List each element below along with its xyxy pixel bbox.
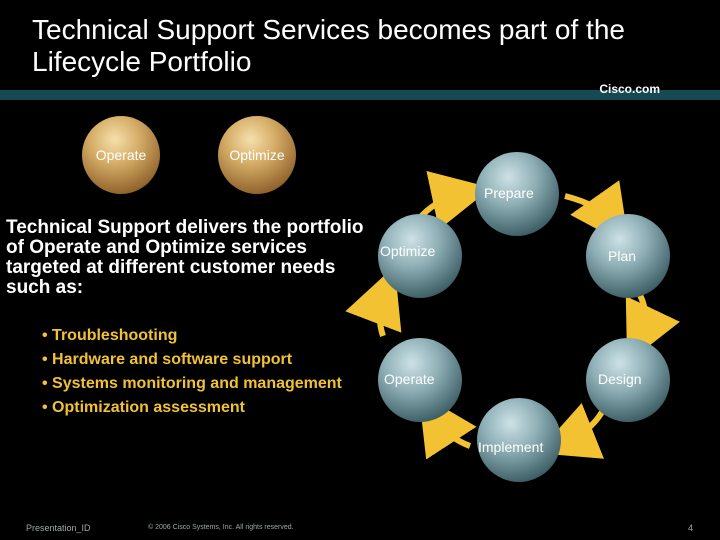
footer-copyright: © 2006 Cisco Systems, Inc. All rights re… — [148, 524, 294, 531]
operate-ball — [378, 338, 462, 422]
list-item: • Troubleshooting — [42, 327, 178, 344]
prepare-ball — [475, 152, 559, 236]
arrow-operate-to-optimize — [345, 265, 402, 337]
cycle-optimize-label: Optimize — [380, 243, 436, 259]
bullet-list: • Troubleshooting • Hardware and softwar… — [42, 326, 342, 422]
cycle-operate-label: Operate — [384, 371, 435, 387]
plan-ball — [586, 214, 670, 298]
design-label: Design — [598, 371, 642, 387]
implement-ball — [477, 398, 561, 482]
list-item: • Systems monitoring and management — [42, 375, 342, 392]
operate-gold-ball: Operate — [82, 116, 160, 194]
page-number: 4 — [688, 523, 694, 533]
arrow-prepare-to-plan — [564, 180, 630, 247]
description-text: Technical Support delivers the portfolio… — [6, 217, 364, 298]
plan-label: Plan — [608, 248, 637, 264]
list-item: • Optimization assessment — [42, 399, 245, 416]
optimize-gold-label: Optimize — [229, 147, 285, 163]
optimize-gold-ball: Optimize — [218, 116, 296, 194]
arrow-design-to-implement — [537, 402, 605, 459]
design-ball — [586, 338, 670, 422]
title-bar — [0, 90, 720, 100]
optimize-ball — [378, 214, 462, 298]
slide-title: Technical Support Services becomes part … — [32, 14, 625, 77]
implement-label: Implement — [478, 439, 544, 455]
brand-logo: Cisco.com — [599, 82, 660, 96]
prepare-label: Prepare — [484, 185, 534, 201]
arrow-implement-to-operate — [418, 392, 477, 460]
list-item: • Hardware and software support — [42, 351, 293, 368]
footer-presentation-id: Presentation_ID — [26, 523, 91, 533]
arrow-plan-to-design — [625, 293, 680, 364]
operate-gold-label: Operate — [95, 147, 147, 163]
